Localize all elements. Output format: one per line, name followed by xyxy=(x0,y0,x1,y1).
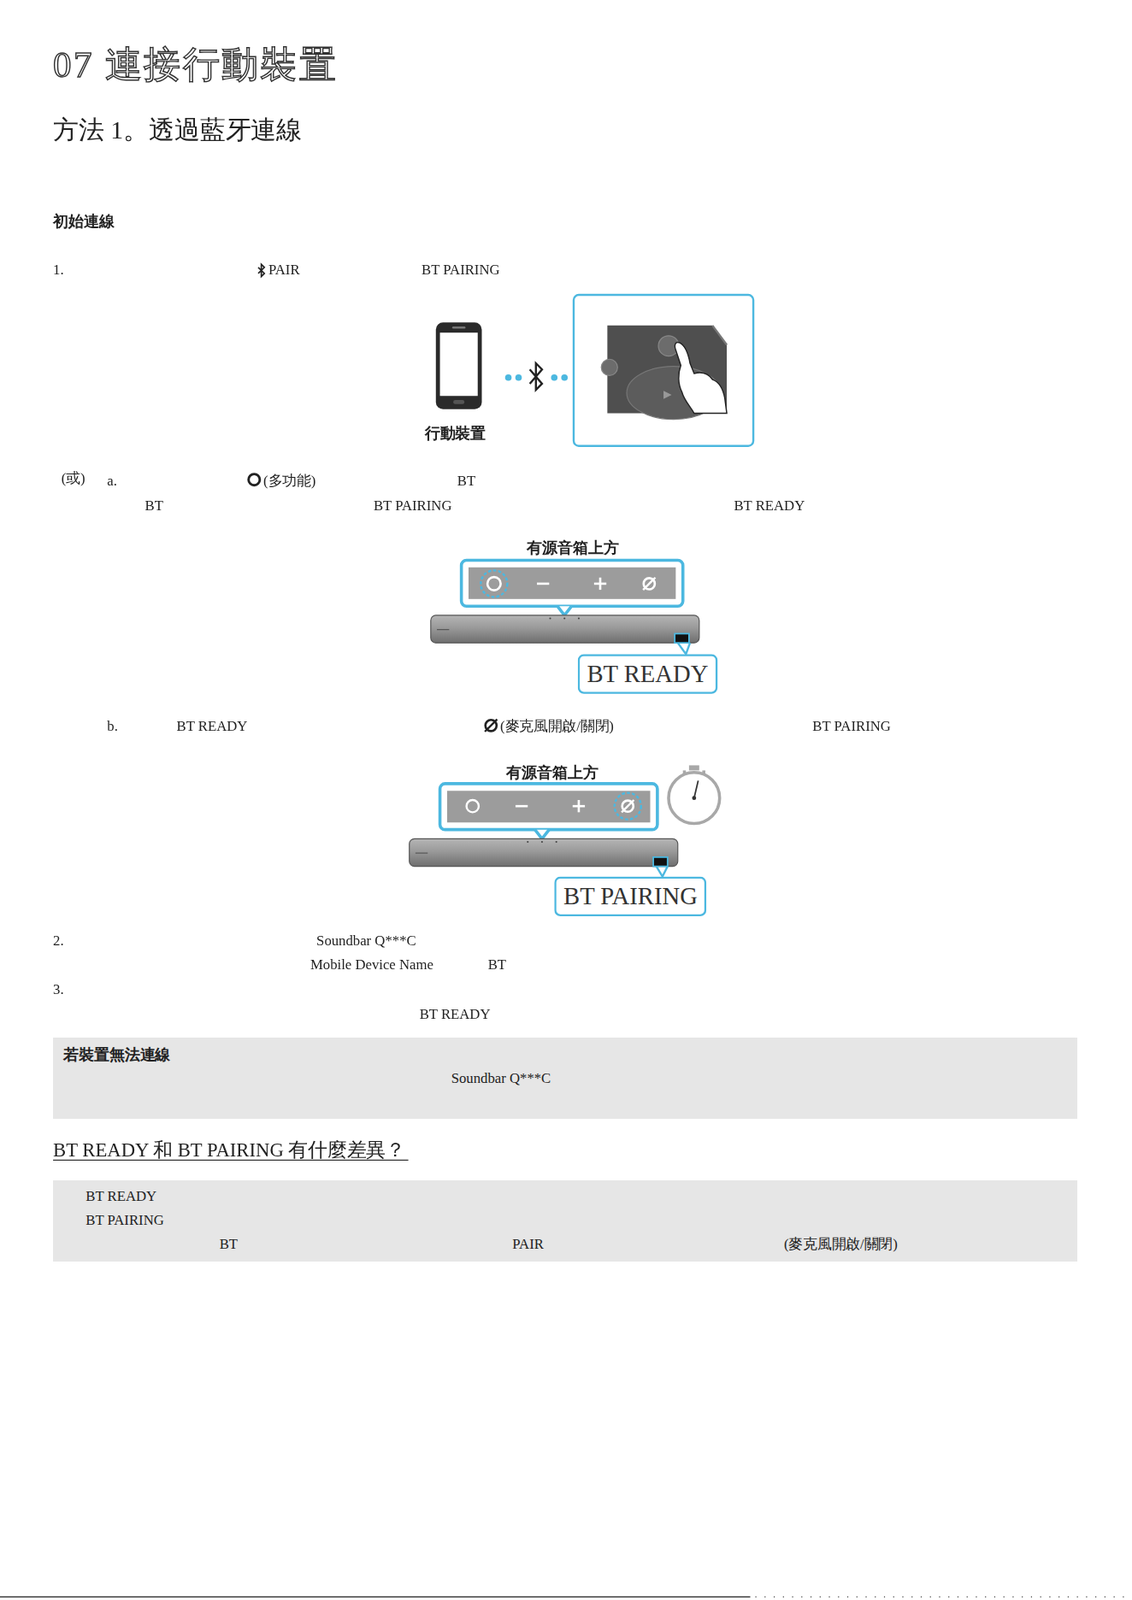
subheading: 初始連線 xyxy=(53,212,115,230)
display-text: BT READY xyxy=(419,1006,491,1024)
mode-text: BT xyxy=(457,473,476,491)
mode-text: BT xyxy=(219,1237,238,1255)
top-panel-a xyxy=(461,560,684,615)
display-callout: BT READY xyxy=(586,659,708,689)
device-name: Mobile Device Name xyxy=(310,957,434,975)
display-text: BT PAIRING xyxy=(85,1212,165,1230)
multi-function-icon xyxy=(248,474,260,486)
soundbar-a xyxy=(430,615,700,655)
soundbar-b xyxy=(409,838,679,877)
button-name: (麥克風開啟/關閉) xyxy=(500,719,614,737)
display-text: BT READY xyxy=(176,719,248,737)
timer-icon xyxy=(668,765,720,824)
note-panel: 若裝置無法連線 Soundbar Q***C xyxy=(53,1037,1077,1119)
device-name: Soundbar Q***C xyxy=(451,1070,552,1088)
display-callout-box: BT READY xyxy=(577,654,719,695)
note-panel: BT READY BT PAIRING BT PAIR (麥克風開啟/關閉) xyxy=(53,1180,1077,1262)
remote-button-photo xyxy=(573,294,754,447)
section-heading: 方法 1。透過藍牙連線 xyxy=(53,115,302,147)
faq-heading: BT READY 和 BT PAIRING 有什麼差異？ xyxy=(53,1138,406,1162)
mode-text: BT xyxy=(145,498,164,516)
display-text: BT READY xyxy=(85,1189,157,1207)
display-callout: BT PAIRING xyxy=(563,882,698,912)
button-name: PAIR xyxy=(268,262,301,280)
display-text: BT READY xyxy=(733,498,805,516)
bluetooth-icon xyxy=(258,264,265,277)
display-text: BT PAIRING xyxy=(421,262,501,280)
step-number: 2. xyxy=(53,932,65,950)
display-text: BT PAIRING xyxy=(812,719,891,737)
panel-caption: 有源音箱上方 xyxy=(526,538,619,557)
panel-caption: 有源音箱上方 xyxy=(506,763,598,782)
footer-rule xyxy=(0,1597,751,1598)
button-name: (麥克風開啟/關閉) xyxy=(784,1237,898,1255)
button-name: (多功能) xyxy=(263,473,316,491)
step-letter: b. xyxy=(106,719,118,737)
device-label: 行動裝置 xyxy=(424,424,487,443)
step-number: 3. xyxy=(53,982,65,1000)
top-panel-b xyxy=(440,784,658,839)
display-text: BT PAIRING xyxy=(373,498,453,516)
page-title: 07 連接行動裝置 xyxy=(53,42,338,88)
mic-icon xyxy=(484,719,497,732)
step-letter: a. xyxy=(106,473,118,491)
note-text: (或) xyxy=(61,470,86,488)
mode-text: BT xyxy=(488,957,507,975)
note-heading: 若裝置無法連線 xyxy=(63,1046,171,1065)
device-name: Soundbar Q***C xyxy=(316,932,417,950)
footer-rule xyxy=(754,1597,1132,1598)
step-number: 1. xyxy=(53,262,65,280)
bluetooth-link xyxy=(505,363,568,390)
display-callout-box: BT PAIRING xyxy=(554,877,707,918)
button-name: PAIR xyxy=(512,1237,544,1255)
mobile-device xyxy=(436,322,483,409)
